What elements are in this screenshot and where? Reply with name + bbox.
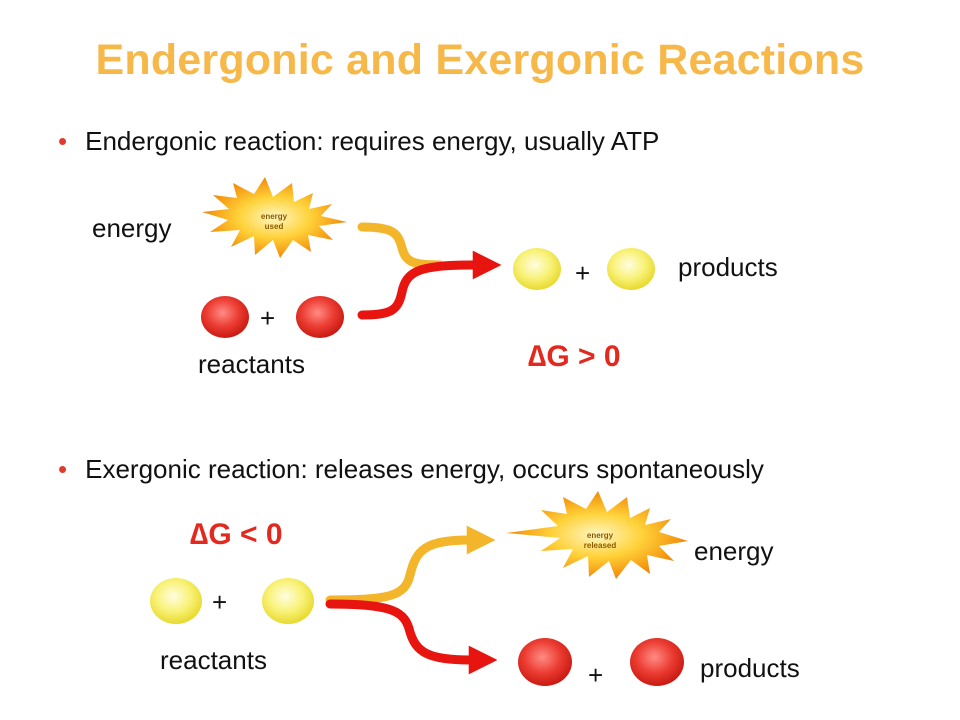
reactant-sphere <box>262 578 314 624</box>
exergonic-bullet: • Exergonic reaction: releases energy, oc… <box>58 454 764 485</box>
delta-g-negative: ∆G < 0 <box>190 518 283 551</box>
reactants-plus-sign: + <box>260 303 276 333</box>
product-sphere <box>607 248 655 290</box>
energy-label: energy <box>694 536 774 566</box>
endergonic-bullet: • Endergonic reaction: requires energy, u… <box>58 126 659 157</box>
burst-text-line2: used <box>265 222 284 231</box>
products-label: products <box>678 252 778 282</box>
bullet-dot: • <box>58 454 68 484</box>
energy-input-arrow <box>357 222 445 270</box>
reactants-plus-sign: + <box>212 587 228 617</box>
energy-label: energy <box>92 213 172 243</box>
reactant-sphere <box>296 296 344 338</box>
products-arrow <box>325 599 498 675</box>
product-sphere <box>513 248 561 290</box>
burst-text-line1: energy <box>261 212 288 221</box>
burst-text-line1: energy <box>587 531 614 540</box>
energy-released-burst: energy released <box>506 491 688 579</box>
reactants-label: reactants <box>160 645 267 675</box>
energy-release-arrow <box>325 525 496 605</box>
endergonic-bullet-text: Endergonic reaction: requires energy, us… <box>85 126 660 156</box>
product-sphere <box>630 638 684 686</box>
reactant-sphere <box>201 296 249 338</box>
reactant-sphere <box>150 578 202 624</box>
products-plus-sign: + <box>575 258 591 288</box>
reactants-label: reactants <box>198 349 305 379</box>
burst-text-line2: released <box>584 541 617 550</box>
products-label: products <box>700 653 800 683</box>
exergonic-bullet-text: Exergonic reaction: releases energy, occ… <box>85 454 764 484</box>
products-plus-sign: + <box>588 660 604 690</box>
energy-used-burst: energy used <box>202 177 347 258</box>
reactants-arrow <box>357 250 502 320</box>
slide-title: Endergonic and Exergonic Reactions <box>95 36 865 84</box>
product-sphere <box>518 638 572 686</box>
bullet-dot: • <box>58 126 68 156</box>
delta-g-positive: ∆G > 0 <box>528 340 621 373</box>
